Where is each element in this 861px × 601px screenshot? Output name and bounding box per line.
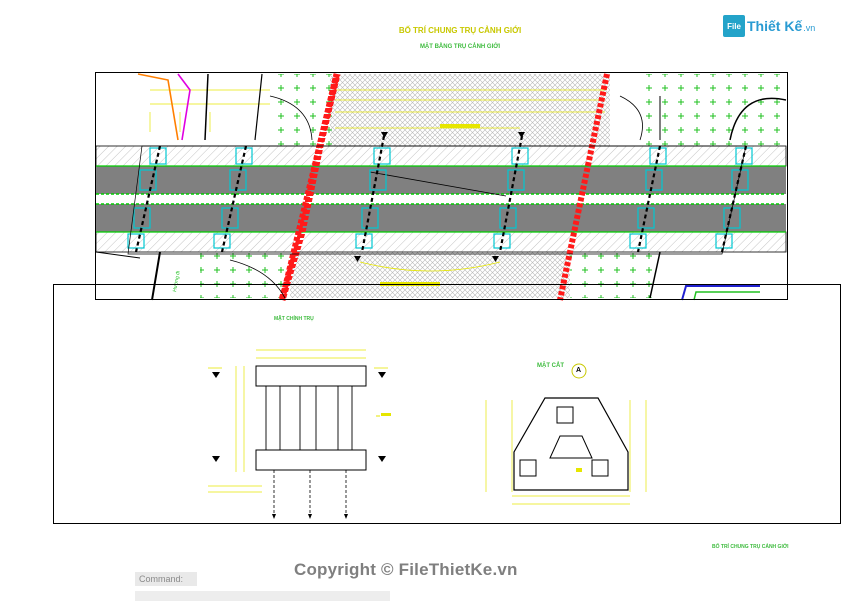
plan-title: MẶT BẰNG TRỤ CẢNH GIỚI	[419, 44, 501, 50]
plan-view-frame	[95, 72, 788, 300]
detail-view-frame	[53, 284, 841, 524]
logo-suffix: .vn	[803, 23, 816, 33]
command-history	[135, 591, 390, 601]
section-view	[485, 363, 647, 505]
section-marker: A	[576, 367, 582, 374]
elevation-title: MẶT CHÍNH TRỤ	[274, 316, 314, 322]
plan-view: Hướng đi	[95, 73, 787, 301]
filethietke-logo: File Thiết Kế .vn	[723, 14, 815, 38]
section-title: MẶT CẮT	[537, 363, 564, 369]
drawing-title: BỐ TRÍ CHUNG TRỤ CẢNH GIỚI	[398, 26, 522, 35]
svg-text:Hướng đi: Hướng đi	[172, 271, 182, 293]
command-line[interactable]: Command:	[135, 572, 197, 586]
logo-brand: Thiết Kế	[747, 18, 803, 34]
copyright-watermark: Copyright © FileThietKe.vn	[294, 560, 518, 579]
logo-icon: File	[723, 15, 745, 37]
elevation-view	[208, 349, 391, 519]
footer-title: BỐ TRÍ CHUNG TRỤ CẢNH GIỚI	[712, 544, 789, 550]
